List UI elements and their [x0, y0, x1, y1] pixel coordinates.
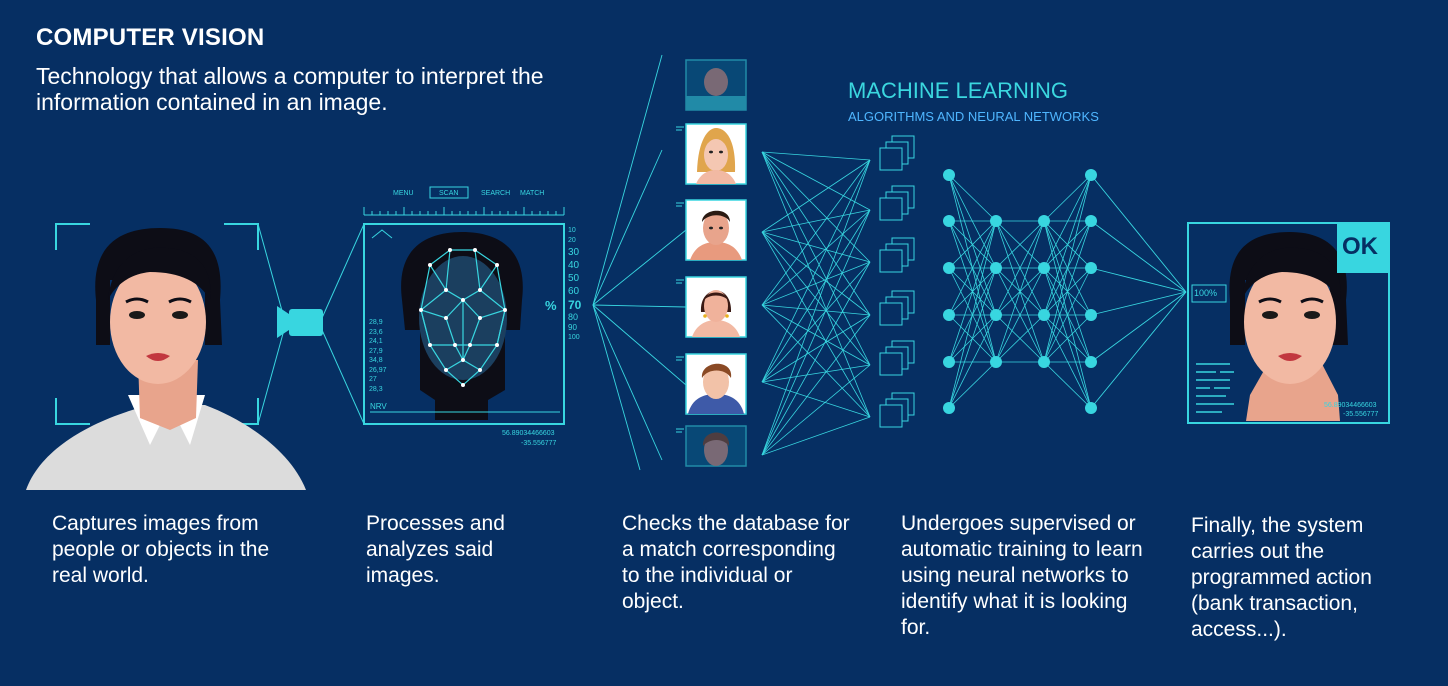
scale-value: 40	[568, 260, 580, 271]
step-caption-process: Processes and analyzes said images.	[366, 512, 505, 587]
step-caption-training: Undergoes supervised or automatic traini…	[901, 512, 1143, 639]
scale-value: 20	[568, 237, 576, 244]
measurement-value: 26,97	[369, 366, 387, 374]
database-card	[685, 276, 747, 338]
measurement-value: 27,9	[369, 347, 383, 355]
database-card	[685, 123, 747, 185]
scale-value: 100	[568, 334, 580, 341]
step-caption-action: Finally, the system carries out the prog…	[1191, 514, 1372, 641]
page-title: COMPUTER VISION	[36, 24, 265, 51]
result-coordinate-2: -35.556777	[1343, 411, 1379, 418]
page-subtitle: Technology that allows a computer to int…	[36, 63, 544, 115]
scan-tab-outline	[429, 186, 469, 199]
scan-coordinate-1: 56.89034466603	[502, 430, 555, 437]
scan-panel	[363, 186, 565, 425]
nrv-label: NRV	[370, 402, 387, 411]
machine-learning-subtitle: ALGORITHMS AND NEURAL NETWORKS	[848, 109, 1099, 124]
measurement-value: 23,6	[369, 328, 383, 336]
menu-item-menu: MENU	[393, 190, 414, 197]
scale-value: 50	[568, 273, 580, 284]
measurement-value: 27	[369, 376, 377, 383]
result-panel	[1187, 222, 1390, 424]
ok-badge	[1337, 223, 1389, 273]
result-coordinate-1: 56.89034466603	[1324, 402, 1377, 409]
scan-coordinate-2: -35.556777	[521, 440, 557, 447]
match-percent-box	[1191, 284, 1227, 303]
scale-value: 30	[568, 247, 580, 258]
measurement-list: 28,9 23,6 24,1 27,9 34,8 26,97 27 28,3	[369, 318, 387, 394]
scale-value-selected: 70	[568, 298, 582, 312]
database-card	[685, 199, 747, 261]
match-percent-label: 100%	[1194, 288, 1218, 298]
scale-value: 10	[568, 227, 576, 234]
machine-learning-title: MACHINE LEARNING	[848, 78, 1069, 103]
step-caption-database: Checks the database for a match correspo…	[622, 512, 850, 613]
menu-item-scan: SCAN	[439, 190, 459, 197]
step-caption-capture: Captures images from people or objects i…	[52, 512, 270, 587]
scale-value: 90	[568, 323, 577, 332]
neural-network-connections	[761, 151, 1092, 456]
measurement-value: 24,1	[369, 338, 383, 345]
data-stacks	[879, 135, 915, 428]
scale-value: 80	[568, 312, 579, 322]
menu-item-match: MATCH	[520, 190, 545, 197]
database-card	[685, 353, 747, 415]
measurement-value: 34,8	[369, 357, 383, 364]
measurement-value: 28,9	[369, 319, 383, 326]
scale-column: 10 20 30 40 50 60 70 80 90 100	[568, 226, 581, 343]
capture-person-illustration	[26, 223, 306, 490]
menu-item-search: SEARCH	[481, 190, 511, 197]
ok-label: OK	[1342, 233, 1378, 260]
percent-sign: %	[545, 298, 557, 313]
video-camera-icon	[277, 306, 323, 338]
measurement-value: 28,3	[369, 385, 383, 393]
scale-value: 60	[568, 286, 580, 297]
face-database	[676, 59, 747, 467]
